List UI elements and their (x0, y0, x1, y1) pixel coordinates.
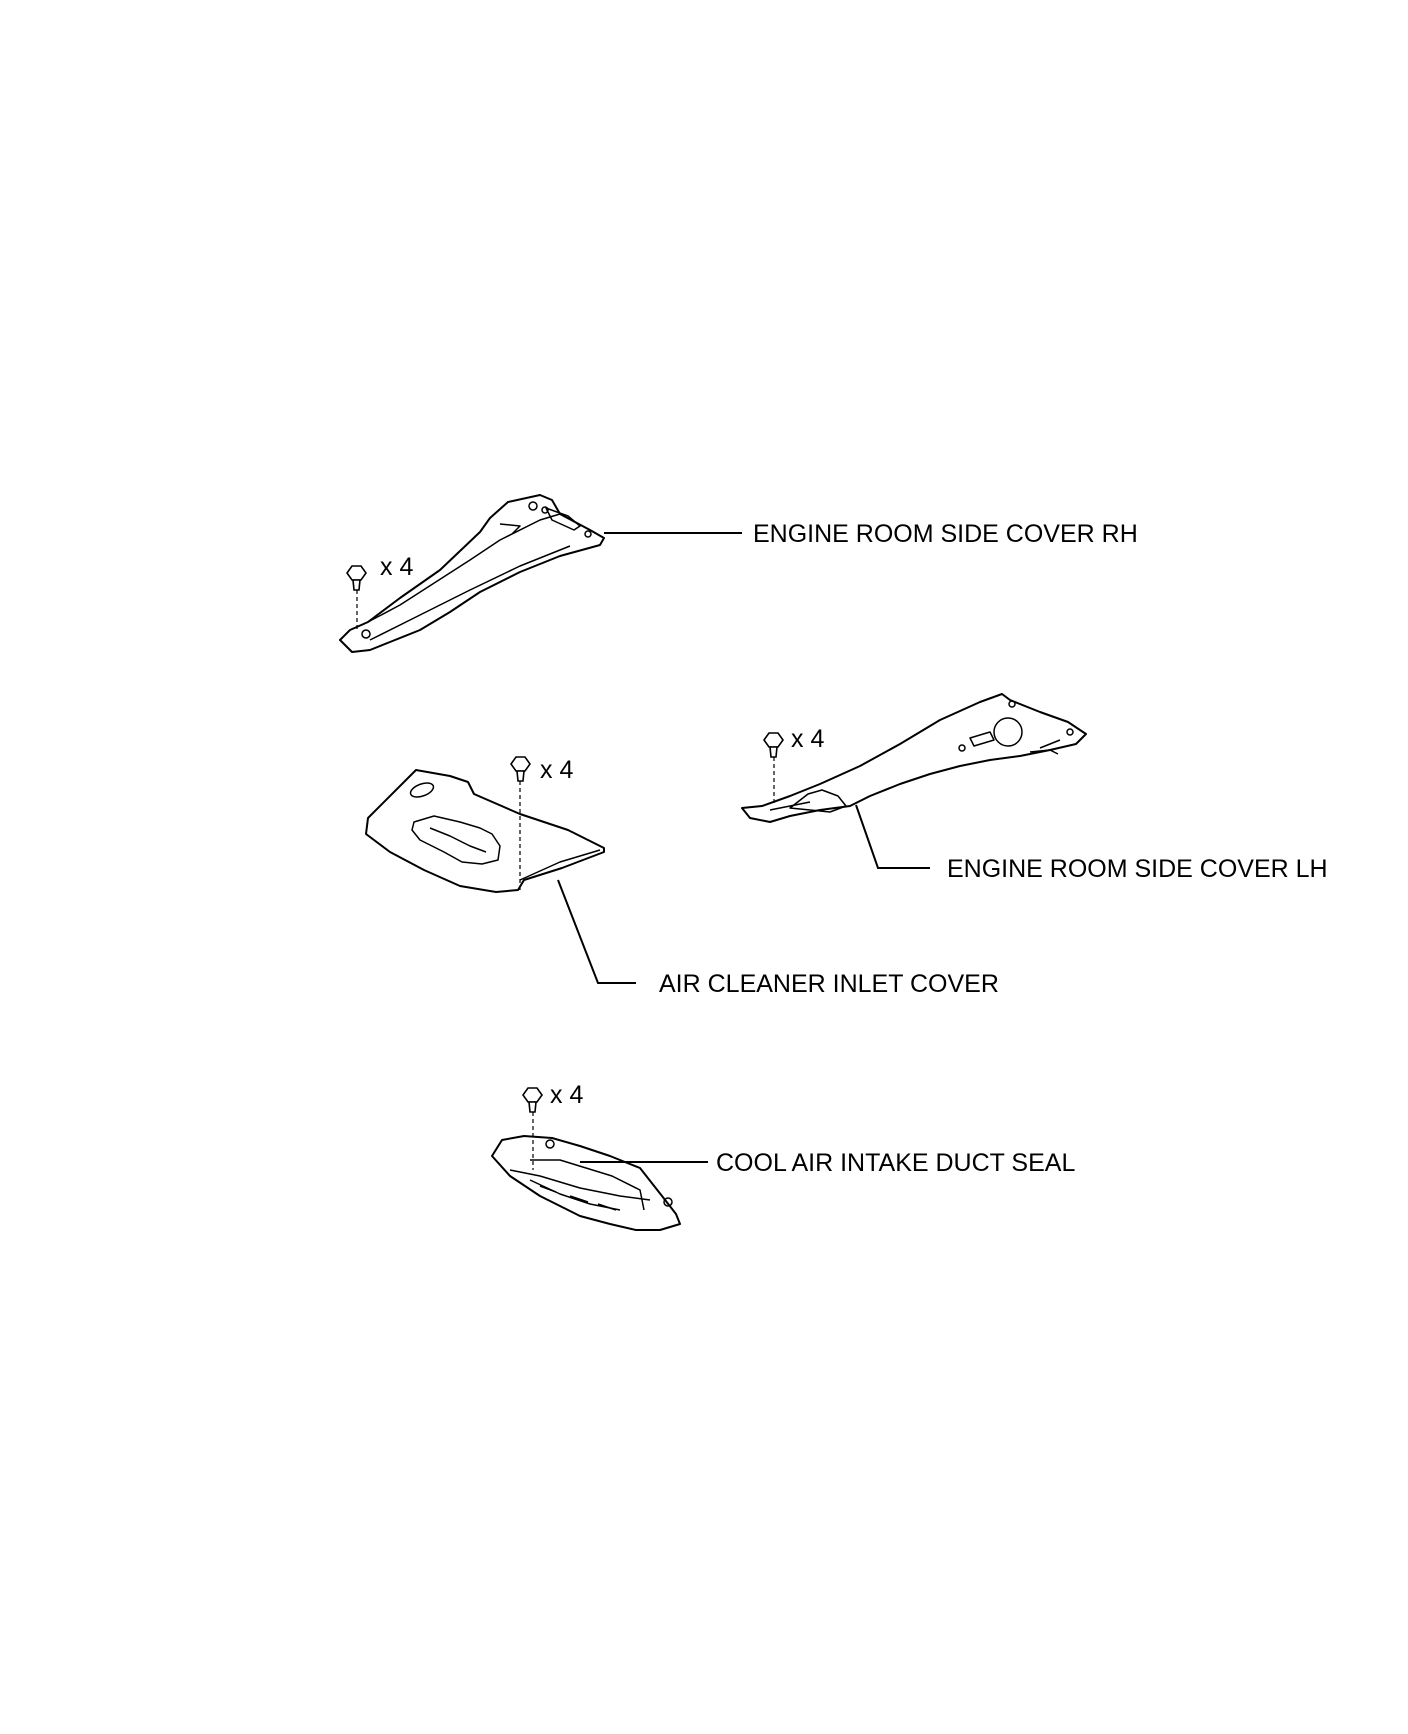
lh-quantity: x 4 (791, 725, 824, 753)
rh-cover-shape (339, 494, 605, 653)
rh-quantity: x 4 (380, 553, 413, 581)
air-clip (510, 756, 531, 892)
engine-room-side-cover-rh (339, 494, 605, 653)
air-label: AIR CLEANER INLET COVER (659, 970, 999, 998)
seal-quantity: x 4 (550, 1081, 583, 1109)
engine-room-side-cover-lh (741, 693, 1087, 823)
rh-label: ENGINE ROOM SIDE COVER RH (753, 520, 1138, 548)
rh-clip (346, 565, 367, 632)
air-leader-line (557, 879, 636, 984)
seal-shape (491, 1135, 681, 1231)
seal-clip (522, 1087, 543, 1170)
air-cleaner-inlet-cover (365, 769, 605, 893)
lh-leader-line (855, 804, 930, 869)
cool-air-intake-duct-seal (491, 1135, 681, 1231)
lh-clip (763, 732, 784, 806)
lh-cover-shape (741, 693, 1087, 823)
lh-label: ENGINE ROOM SIDE COVER LH (947, 855, 1328, 883)
air-quantity: x 4 (540, 756, 573, 784)
seal-label: COOL AIR INTAKE DUCT SEAL (716, 1149, 1075, 1177)
